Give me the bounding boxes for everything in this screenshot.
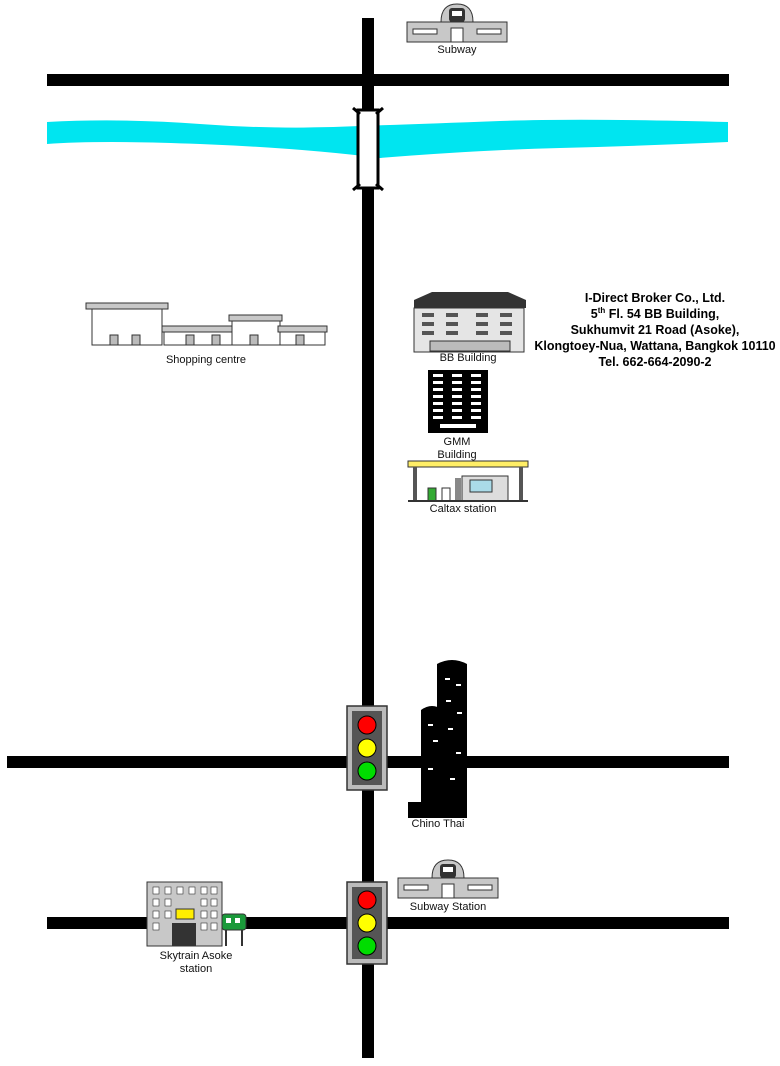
skytrain-station-icon [146, 881, 223, 947]
subway-station-label: Subway Station [409, 901, 487, 913]
shopping-centre-icon [85, 302, 328, 346]
address-road: Sukhumvit 21 Road (Asoke), [570, 323, 740, 337]
gmm-building-icon [428, 370, 488, 433]
bb-building-icon [413, 292, 526, 353]
subway-label: Subway [437, 44, 477, 56]
address-phone: Tel. 662-664-2090-2 [598, 355, 712, 369]
road-top [47, 74, 729, 86]
main-road-vertical [362, 18, 374, 1058]
address-district: Klongtoey-Nua, Wattana, Bangkok 10110 [534, 339, 776, 353]
address-company: I-Direct Broker Co., Ltd. [584, 291, 726, 305]
traffic-light-icon [346, 705, 388, 791]
bridge-icon [352, 106, 384, 192]
skytrain-label: Skytrain Asoke [159, 950, 233, 962]
chino-thai-tower-icon [408, 660, 467, 818]
gas-station-icon [407, 460, 529, 502]
subway-icon [406, 3, 508, 43]
bb-building-label: BB Building [439, 352, 497, 364]
shopping-centre-label: Shopping centre [165, 354, 247, 366]
subway-icon [397, 859, 499, 899]
tram-icon [221, 913, 247, 946]
skytrain-label-2: station [179, 963, 213, 975]
caltex-station-label: Caltax station [429, 503, 497, 515]
company-address: I-Direct Broker Co., Ltd. 5th Fl. 54 BB … [530, 290, 780, 370]
chino-thai-label: Chino Thai [411, 818, 465, 830]
gmm-building-label: GMM [443, 436, 471, 448]
gmm-building-label-2: Building [437, 449, 477, 461]
traffic-light-icon [346, 881, 388, 965]
river [47, 119, 728, 158]
address-floor: 5th Fl. 54 BB Building, [590, 305, 720, 321]
